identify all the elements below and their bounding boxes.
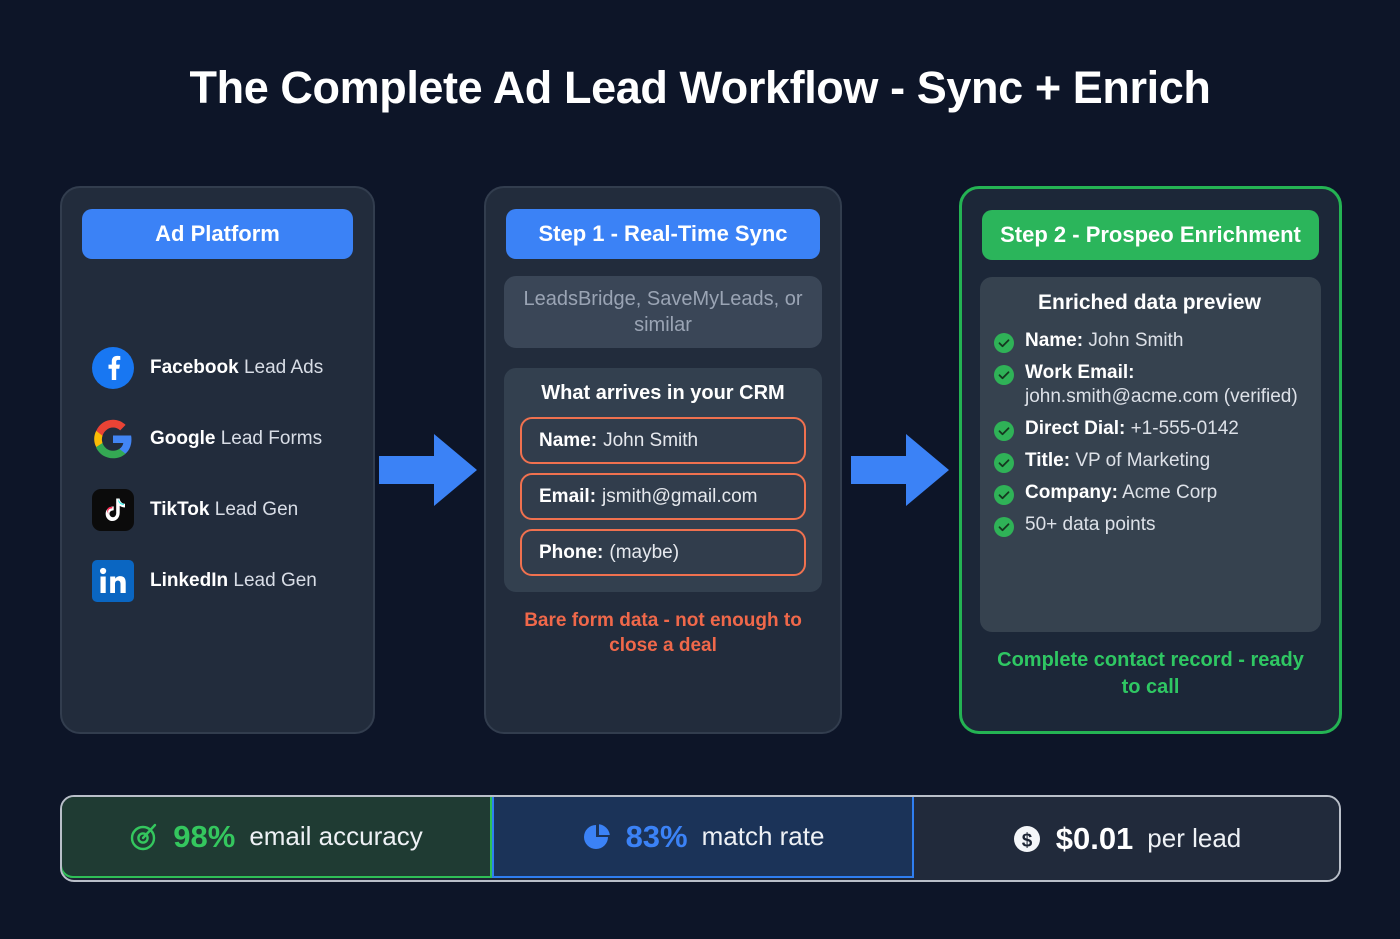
stats-bar: 98% email accuracy 83% match rate $ $0.0… bbox=[60, 795, 1341, 882]
dollar-icon: $ bbox=[1012, 824, 1042, 854]
sync-step-header: Step 1 - Real-Time Sync bbox=[506, 209, 820, 259]
platform-brand: Facebook bbox=[150, 357, 239, 378]
crm-panel-title: What arrives in your CRM bbox=[541, 382, 785, 404]
platform-rest: Lead Ads bbox=[238, 357, 324, 378]
enriched-row-text: Company: Acme Corp bbox=[1025, 481, 1217, 505]
enriched-row-title: Title: VP of Marketing bbox=[994, 449, 1305, 473]
sync-step-card: Step 1 - Real-Time Sync LeadsBridge, Sav… bbox=[484, 186, 842, 734]
crm-field-name: Name:John Smith bbox=[520, 417, 806, 464]
enriched-row-text: 50+ data points bbox=[1025, 513, 1156, 535]
complete-record-note: Complete contact record - ready to call bbox=[997, 649, 1304, 698]
stat-label: email accuracy bbox=[249, 821, 423, 851]
crm-field-value: jsmith@gmail.com bbox=[602, 485, 758, 507]
enriched-row-work-email: Work Email: john.smith@acme.com (verifie… bbox=[994, 361, 1305, 409]
svg-text:$: $ bbox=[1021, 830, 1032, 851]
enriched-row-label: Direct Dial: bbox=[1025, 417, 1126, 439]
platform-list: Facebook Lead Ads Google Lead Forms bbox=[92, 344, 323, 628]
crm-field-label: Phone: bbox=[539, 541, 604, 563]
platform-label: Google Lead Forms bbox=[150, 428, 322, 450]
enriched-panel-title: Enriched data preview bbox=[1038, 291, 1261, 314]
enriched-row-text: Name: John Smith bbox=[1025, 329, 1183, 353]
enriched-row-value: John Smith bbox=[1083, 330, 1184, 351]
enrichment-step-header: Step 2 - Prospeo Enrichment bbox=[982, 210, 1319, 260]
stat-label: match rate bbox=[701, 821, 825, 851]
platform-rest: Lead Gen bbox=[209, 499, 299, 520]
crm-field-phone: Phone:(maybe) bbox=[520, 529, 806, 576]
stat-cost-per-lead: $ $0.01 per lead bbox=[914, 797, 1339, 880]
enriched-row-label: Company: bbox=[1025, 481, 1118, 503]
target-icon bbox=[129, 822, 159, 852]
enriched-data-panel: Enriched data preview Name: John Smith W… bbox=[980, 277, 1321, 632]
platform-brand: TikTok bbox=[150, 499, 210, 520]
enriched-row-text: Work Email: john.smith@acme.com (verifie… bbox=[1025, 361, 1305, 409]
enriched-row-name: Name: John Smith bbox=[994, 329, 1305, 353]
enriched-row-value: Acme Corp bbox=[1117, 481, 1218, 503]
google-icon bbox=[92, 418, 134, 460]
page-title: The Complete Ad Lead Workflow - Sync + E… bbox=[189, 62, 1211, 113]
enriched-row-label: Work Email: bbox=[1025, 362, 1135, 383]
list-item-google: Google Lead Forms bbox=[92, 415, 323, 463]
enriched-row-value: john.smith@acme.com (verified) bbox=[1025, 385, 1298, 407]
crm-field-label: Name: bbox=[539, 429, 598, 451]
check-circle-icon bbox=[994, 484, 1014, 505]
platform-label: Facebook Lead Ads bbox=[150, 357, 323, 379]
check-circle-icon bbox=[994, 420, 1014, 441]
stat-email-accuracy: 98% email accuracy bbox=[62, 797, 492, 878]
arrow-right-icon-2 bbox=[851, 434, 949, 506]
platform-brand: LinkedIn bbox=[150, 570, 229, 591]
stat-label: per lead bbox=[1147, 823, 1242, 853]
check-circle-icon bbox=[994, 452, 1014, 473]
platform-label: LinkedIn Lead Gen bbox=[150, 570, 317, 592]
enriched-row-label: Title: bbox=[1025, 449, 1071, 471]
check-circle-icon bbox=[994, 516, 1014, 537]
crm-field-email: Email:jsmith@gmail.com bbox=[520, 473, 806, 520]
facebook-icon bbox=[92, 347, 134, 389]
platform-brand: Google bbox=[150, 428, 216, 449]
check-circle-icon bbox=[994, 333, 1014, 353]
enriched-row-direct-dial: Direct Dial: +1-555-0142 bbox=[994, 417, 1305, 441]
check-circle-icon bbox=[994, 365, 1014, 385]
crm-field-value: John Smith bbox=[603, 429, 699, 451]
sync-tools-note: LeadsBridge, SaveMyLeads, or similar bbox=[504, 276, 822, 348]
enriched-row-text: Direct Dial: +1-555-0142 bbox=[1025, 417, 1239, 441]
pie-chart-icon bbox=[582, 822, 612, 852]
enriched-row-label: Name: bbox=[1025, 330, 1084, 351]
crm-field-value: (maybe) bbox=[609, 541, 680, 563]
platform-rest: Lead Forms bbox=[215, 428, 323, 449]
stat-match-rate: 83% match rate bbox=[492, 797, 914, 878]
list-item-linkedin: LinkedIn Lead Gen bbox=[92, 557, 323, 605]
stat-value: 83% bbox=[625, 818, 688, 854]
stat-value: $0.01 bbox=[1055, 820, 1134, 856]
list-item-facebook: Facebook Lead Ads bbox=[92, 344, 323, 392]
platform-label: TikTok Lead Gen bbox=[150, 499, 298, 521]
tiktok-icon bbox=[92, 489, 134, 531]
ad-platform-card: Ad Platform Facebook Lead Ads bbox=[60, 186, 375, 734]
enriched-row-value: VP of Marketing bbox=[1070, 449, 1211, 471]
ad-platform-header: Ad Platform bbox=[82, 209, 353, 259]
enriched-row-company: Company: Acme Corp bbox=[994, 481, 1305, 505]
linkedin-icon bbox=[92, 560, 134, 602]
crm-field-label: Email: bbox=[539, 485, 597, 507]
arrow-right-icon-1 bbox=[379, 434, 477, 506]
enrichment-step-card: Step 2 - Prospeo Enrichment Enriched dat… bbox=[959, 186, 1342, 734]
list-item-tiktok: TikTok Lead Gen bbox=[92, 486, 323, 534]
stat-value: 98% bbox=[173, 818, 236, 854]
crm-preview-panel: What arrives in your CRM Name:John Smith… bbox=[504, 368, 822, 592]
enriched-row-text: Title: VP of Marketing bbox=[1025, 449, 1210, 473]
enriched-row-data-points: 50+ data points bbox=[994, 513, 1305, 537]
enriched-row-value: +1-555-0142 bbox=[1125, 417, 1239, 439]
bare-data-warning: Bare form data - not enough to close a d… bbox=[524, 610, 802, 657]
platform-rest: Lead Gen bbox=[228, 570, 317, 591]
